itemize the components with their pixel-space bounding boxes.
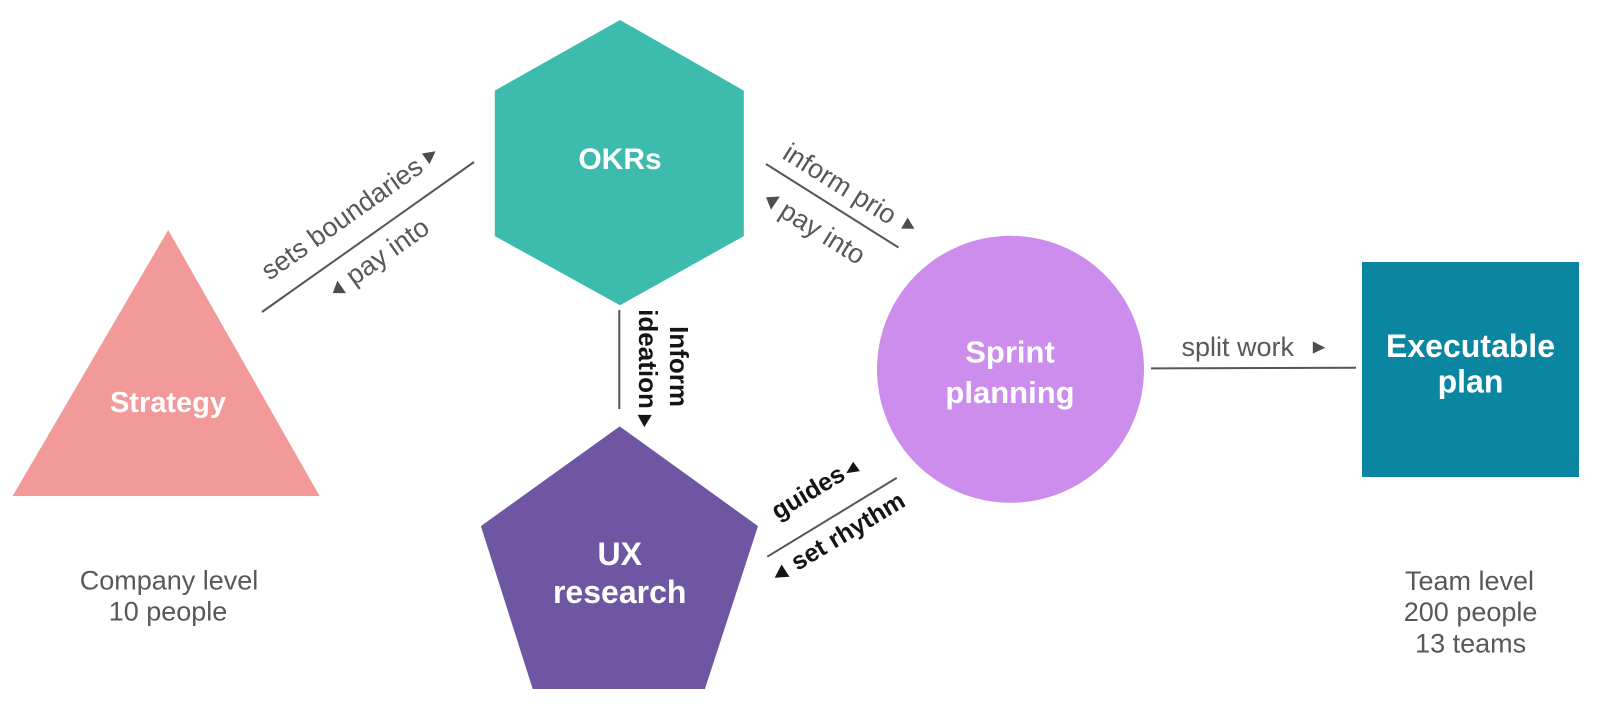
- svg-text:research: research: [553, 574, 686, 610]
- svg-text:10 people: 10 people: [109, 597, 228, 627]
- svg-text:Executable: Executable: [1386, 328, 1555, 364]
- svg-text:OKRs: OKRs: [578, 143, 661, 176]
- svg-text:plan: plan: [1438, 364, 1504, 400]
- svg-text:200 people: 200 people: [1404, 597, 1538, 627]
- svg-text:planning: planning: [945, 375, 1074, 410]
- svg-text:13 teams: 13 teams: [1415, 629, 1526, 659]
- svg-text:ideation: ideation: [633, 309, 663, 409]
- svg-text:Strategy: Strategy: [110, 387, 226, 419]
- svg-text:UX: UX: [597, 536, 642, 572]
- svg-text:Company level: Company level: [80, 566, 259, 596]
- svg-text:Team level: Team level: [1405, 566, 1534, 596]
- svg-text:split work: split work: [1182, 332, 1295, 362]
- svg-text:Inform: Inform: [664, 326, 694, 407]
- svg-text:Sprint: Sprint: [965, 335, 1055, 370]
